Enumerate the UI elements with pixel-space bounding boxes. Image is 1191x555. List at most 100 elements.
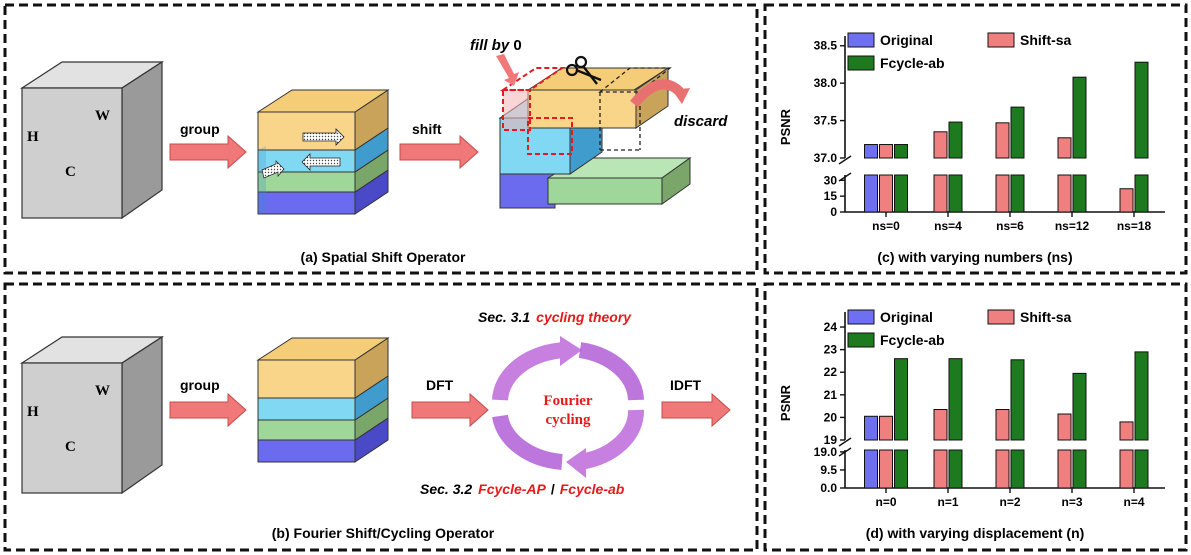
group-label: group — [180, 121, 220, 137]
y-tick-label: 24 — [824, 320, 838, 334]
bar-lower-segment — [1057, 174, 1072, 213]
chart-caption: (c) with varying numbers (ns) — [877, 249, 1072, 265]
bar — [948, 121, 963, 159]
fill-pointer-arrow — [496, 54, 519, 86]
legend-swatch — [987, 309, 1015, 325]
panel-b: H W C group DFT Fourier — [19, 309, 731, 541]
idft-arrow — [661, 392, 731, 428]
scissors-icon — [565, 55, 602, 85]
y-axis-label: PSNR — [778, 108, 793, 145]
x-tick-label: ns=6 — [996, 219, 1024, 233]
bar — [1072, 372, 1087, 441]
cube-c-label: C — [65, 164, 76, 180]
fill-by-word: fill by — [470, 37, 510, 54]
group-label-b: group — [180, 377, 220, 393]
bar-lower-segment — [995, 174, 1010, 213]
bar-lower-segment — [1010, 449, 1025, 489]
sec31-prefix: Sec. 3.1 — [478, 309, 530, 325]
shifted-stack — [498, 67, 692, 209]
sec32-b: Fcycle-ab — [560, 481, 625, 497]
bar-lower-segment — [933, 449, 948, 489]
bar — [995, 409, 1010, 441]
y-tick-label: 20 — [824, 410, 838, 424]
grouped-stack — [256, 89, 390, 215]
bar — [1010, 359, 1025, 441]
bar — [1134, 61, 1149, 159]
bar — [933, 409, 948, 441]
sec32-sep: / — [551, 481, 555, 497]
panel-d-border — [763, 282, 1188, 552]
bar — [1072, 76, 1087, 159]
sec32-a: Fcycle-AP — [478, 481, 546, 497]
x-tick-label: ns=18 — [1117, 219, 1152, 233]
legend-label: Fcycle-ab — [880, 332, 945, 348]
y-tick-label: 22 — [824, 365, 838, 379]
x-tick-label: ns=4 — [934, 219, 962, 233]
y-tick-label: 19.0 — [814, 445, 838, 459]
bar-lower-segment — [1072, 449, 1087, 489]
group-arrow — [169, 134, 247, 170]
y-tick-label: 37.0 — [814, 151, 838, 165]
x-tick-label: n=1 — [937, 495, 958, 509]
idft-label: IDFT — [670, 377, 702, 393]
fill-by-zero: 0 — [513, 37, 521, 54]
legend-label: Shift-sa — [1020, 32, 1072, 48]
dft-label: DFT — [426, 377, 454, 393]
input-cube: H W C — [19, 60, 165, 220]
bar-lower-segment — [948, 174, 963, 213]
panel-b-border — [3, 282, 759, 552]
y-tick-label: 9.5 — [820, 463, 837, 477]
fourier-label: Fourier — [543, 393, 592, 409]
bar-lower-segment — [995, 449, 1010, 489]
bar — [879, 415, 893, 441]
cycling-label: cycling — [546, 412, 591, 428]
bar-lower-segment — [1119, 449, 1134, 489]
x-tick-label: ns=12 — [1055, 219, 1090, 233]
bar-lower-segment — [894, 449, 908, 489]
chart-caption: (d) with varying displacement (n) — [866, 525, 1085, 541]
bar-lower-segment — [933, 174, 948, 213]
dft-arrow — [411, 392, 489, 428]
bar — [1010, 106, 1025, 159]
shift-label: shift — [412, 121, 442, 137]
bar — [1057, 413, 1072, 441]
discard-label: discard — [674, 113, 728, 130]
shift-arrow — [399, 134, 479, 170]
bar-lower-segment — [1134, 449, 1149, 489]
panel-a-border — [3, 3, 759, 275]
y-tick-label: 37.5 — [814, 114, 838, 128]
cube-b-c-label: C — [65, 439, 76, 455]
panel-c-border — [763, 3, 1188, 275]
legend-label: Original — [880, 32, 933, 48]
x-tick-label: n=0 — [875, 495, 896, 509]
y-tick-label: 30 — [824, 173, 838, 187]
bar — [1119, 188, 1134, 213]
y-tick-label: 0.0 — [820, 481, 837, 495]
bar-lower-segment — [864, 449, 878, 489]
axis-break-mark — [838, 437, 852, 447]
bar — [864, 144, 878, 159]
axis-break-mark — [838, 155, 852, 165]
bar — [864, 415, 878, 441]
y-tick-label: 38.0 — [814, 76, 838, 90]
fill-by-label: fill by 0 — [470, 37, 522, 54]
bar-lower-segment — [1072, 174, 1087, 213]
panel-a-caption: (a) Spatial Shift Operator — [301, 249, 466, 265]
x-tick-label: n=3 — [1061, 495, 1082, 509]
y-tick-label: 21 — [824, 388, 838, 402]
cube-h-label: H — [27, 129, 39, 145]
bar-lower-segment — [864, 174, 878, 213]
y-axis-label: PSNR — [778, 384, 793, 421]
legend-swatch — [987, 32, 1015, 48]
bar — [948, 358, 963, 441]
bar — [894, 144, 908, 159]
bar-lower-segment — [894, 174, 908, 213]
panel-a: H W C group shift — [19, 37, 728, 265]
y-tick-label: 19 — [824, 433, 838, 447]
bar-lower-segment — [948, 449, 963, 489]
legend-swatch — [847, 332, 875, 348]
